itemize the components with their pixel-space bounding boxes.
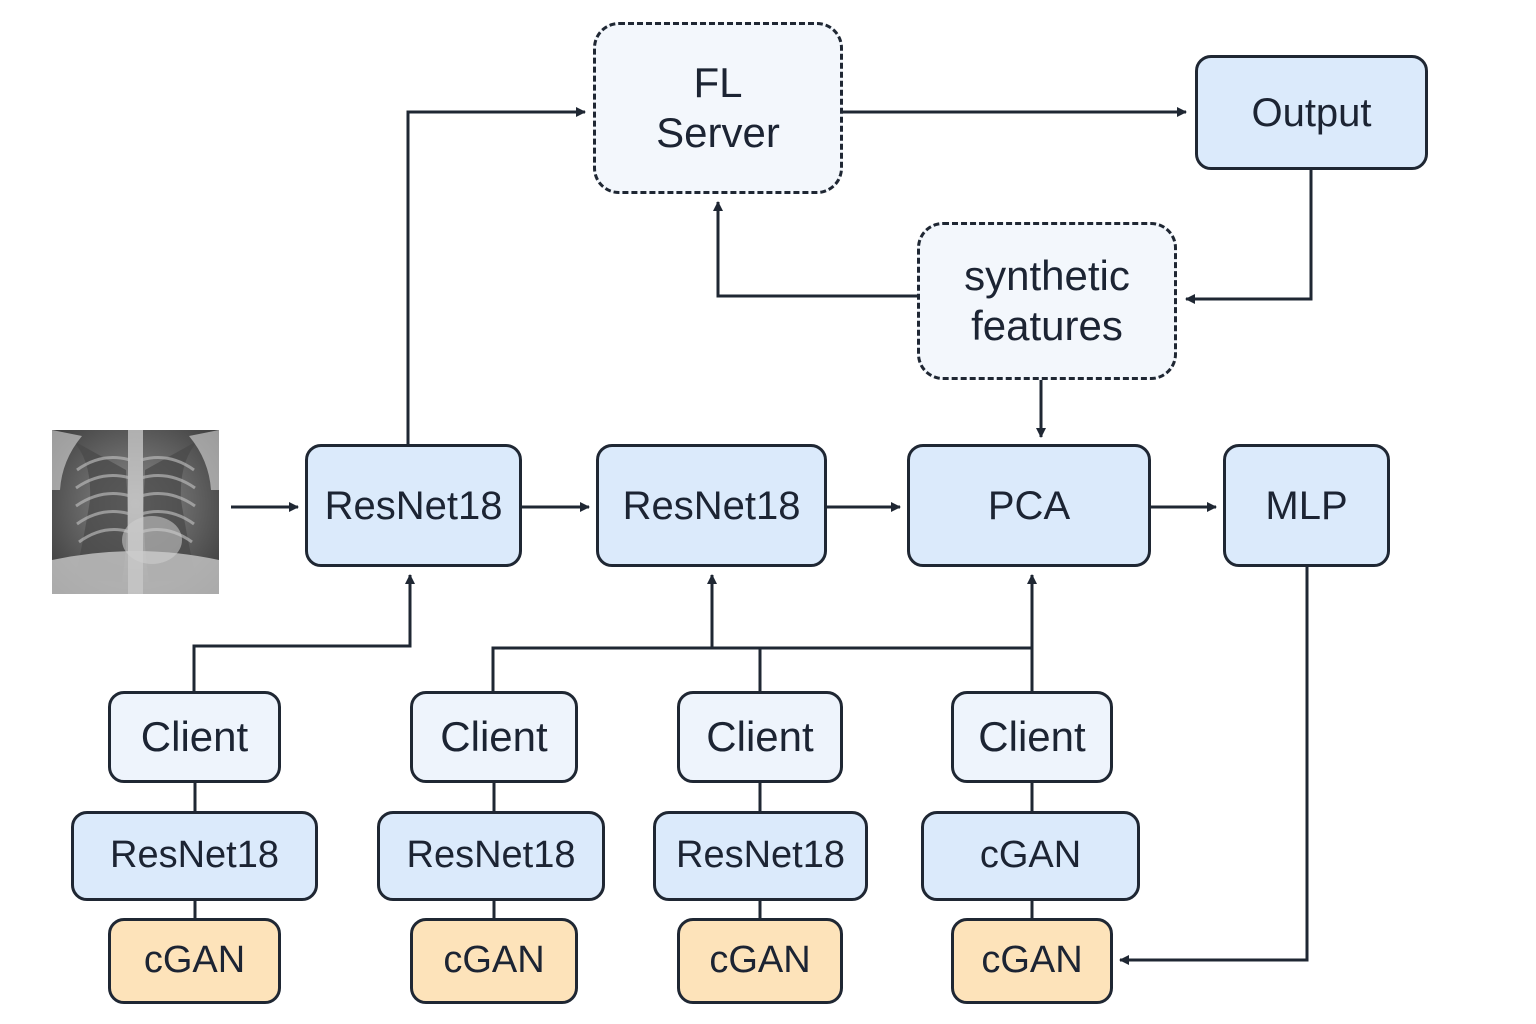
cgan-label: cGAN	[443, 939, 545, 982]
client-label: Client	[140, 712, 249, 760]
mlp-label: MLP	[1265, 483, 1348, 528]
fl-server-label-line1: FL	[693, 58, 743, 106]
cgan-box-4: cGAN	[951, 918, 1113, 1004]
mlp-box: MLP	[1223, 444, 1390, 567]
arrow-mlp-to-cgan	[1119, 567, 1309, 965]
client-model-box-2: ResNet18	[377, 811, 605, 901]
output-box: Output	[1195, 55, 1428, 170]
client-box-2: Client	[410, 691, 578, 783]
pca-label: PCA	[987, 483, 1071, 528]
client-label: Client	[706, 712, 814, 760]
arrow-output-to-synthetic	[1185, 170, 1313, 304]
synthetic-features-box: synthetic features	[917, 222, 1177, 380]
arrow-synthetic-to-server	[713, 201, 917, 298]
client-bus-line	[491, 646, 1034, 691]
arrow-resnet-to-server	[406, 107, 586, 444]
fl-server-label-line2: Server	[656, 109, 780, 156]
arrow-client1-to-resnet	[192, 574, 415, 691]
client-model-label: ResNet18	[110, 834, 279, 877]
resnet18-box-1: ResNet18	[305, 444, 522, 567]
client-model-box-1: ResNet18	[71, 811, 318, 901]
client-box-1: Client	[108, 691, 281, 783]
cgan-box-1: cGAN	[108, 918, 281, 1004]
client-box-3: Client	[677, 691, 843, 783]
synthetic-label-line1: synthetic	[964, 251, 1130, 299]
client-model-label: cGAN	[979, 834, 1082, 877]
client-model-box-4: cGAN	[921, 811, 1140, 901]
cgan-label: cGAN	[143, 939, 246, 982]
synthetic-label-line2: features	[971, 302, 1123, 349]
client-model-label: ResNet18	[406, 834, 576, 877]
chest-xray-icon	[52, 430, 219, 594]
client-model-box-3: ResNet18	[653, 811, 868, 901]
client-label: Client	[978, 712, 1086, 760]
client-label: Client	[440, 712, 548, 760]
cgan-label: cGAN	[709, 939, 811, 982]
cgan-box-2: cGAN	[410, 918, 578, 1004]
client-model-label: ResNet18	[676, 834, 845, 877]
cgan-box-3: cGAN	[677, 918, 843, 1004]
cgan-label: cGAN	[981, 939, 1083, 982]
pca-box: PCA	[907, 444, 1151, 567]
client-box-4: Client	[951, 691, 1113, 783]
resnet18-box-2: ResNet18	[596, 444, 827, 567]
fl-server-box: FL Server	[593, 22, 843, 194]
resnet18-label: ResNet18	[324, 483, 503, 528]
output-label: Output	[1251, 90, 1372, 135]
resnet18-label: ResNet18	[622, 483, 801, 528]
